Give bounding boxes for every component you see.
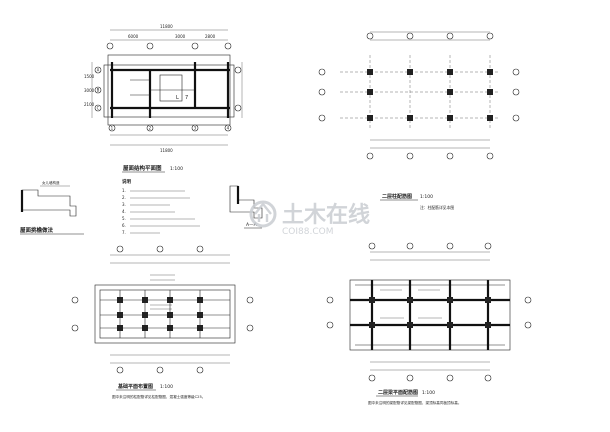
detail-left-title: 屋面挑檐做法 — [20, 226, 54, 234]
plan-scale-tl: 1:100 — [170, 166, 183, 172]
plan-title-br: 二层梁平面配筋图 — [378, 389, 418, 396]
plan-title-bl: 基础平面布置图 — [117, 383, 153, 390]
plan-bottom-left: 基础平面布置图 1:100 图中未注明的柱配筋详见柱配筋图，混凝土强度等级C25… — [71, 245, 254, 399]
dim-top-1: 6000 — [128, 34, 139, 39]
dim-left-1: 1500 — [84, 74, 95, 79]
room-mark-L: L — [176, 95, 179, 101]
grid-bottom-1: 1 — [111, 126, 114, 131]
room-mark-7: 7 — [185, 95, 188, 101]
note-1: 1. — [122, 188, 126, 193]
dim-left-2: 3000 — [84, 88, 95, 93]
dim-left-3: 2100 — [84, 102, 95, 107]
plan-scale-tr: 1:100 — [420, 194, 433, 200]
notes-header: 说明 — [122, 178, 131, 185]
notes-block: 说明 1. 2. 3. 4. 5. 6. 7. — [122, 178, 200, 235]
grid-bottom-4: 4 — [227, 126, 230, 131]
grid-left-C: C — [97, 106, 100, 111]
watermark: 土木在线 COI88.COM — [249, 200, 370, 237]
plan-note-br: 图中未注明的梁配筋详见梁配筋图，梁顶标高同板顶标高。 — [368, 400, 461, 405]
dim-top-2: 3000 — [175, 34, 186, 39]
grid-bottom-3: 3 — [194, 126, 197, 131]
dim-total-bottom: 11800 — [160, 148, 173, 153]
detail-right: A—A — [229, 185, 263, 229]
dim-total-top: 11800 — [160, 24, 173, 29]
detail-left: 女儿墙构造 屋面挑檐做法 — [20, 180, 84, 235]
grid-left-B: B — [97, 88, 100, 93]
plan-bottom-right: 二层梁平面配筋图 1:100 图中未注明的梁配筋详见梁配筋图，梁顶标高同板顶标高… — [326, 242, 532, 405]
plan-title-tl: 屋面结构平面图 — [123, 164, 162, 172]
grid-bottom-2: 2 — [149, 126, 152, 131]
grid-left-A: A — [97, 68, 100, 73]
detail-right-label: A—A — [246, 222, 258, 228]
note-3: 3. — [122, 202, 126, 207]
note-7: 7. — [122, 230, 126, 235]
note-2: 2. — [122, 195, 126, 200]
plan-top-left: 11800 6000 3000 2800 L 7 1500 3000 2100 … — [84, 24, 243, 173]
note-4: 4. — [122, 209, 126, 214]
plan-note-bl: 图中未注明的柱配筋详见柱配筋图，混凝土强度等级C25。 — [112, 394, 205, 399]
plan-top-right: 二层柱配筋图 1:100 注：柱配筋详见本图 — [318, 31, 520, 210]
plan-title-tr: 二层柱配筋图 — [382, 193, 412, 200]
note-5: 5. — [122, 216, 126, 221]
plan-scale-bl: 1:100 — [160, 384, 173, 390]
detail-left-label: 女儿墙构造 — [42, 180, 60, 185]
plan-scale-br: 1:100 — [422, 390, 435, 396]
plan-note-tr: 注：柱配筋详见本图 — [420, 205, 454, 210]
note-6: 6. — [122, 223, 126, 228]
watermark-sub: COI88.COM — [282, 227, 333, 237]
dim-top-3: 2800 — [205, 34, 216, 39]
watermark-main: 土木在线 — [282, 202, 370, 228]
